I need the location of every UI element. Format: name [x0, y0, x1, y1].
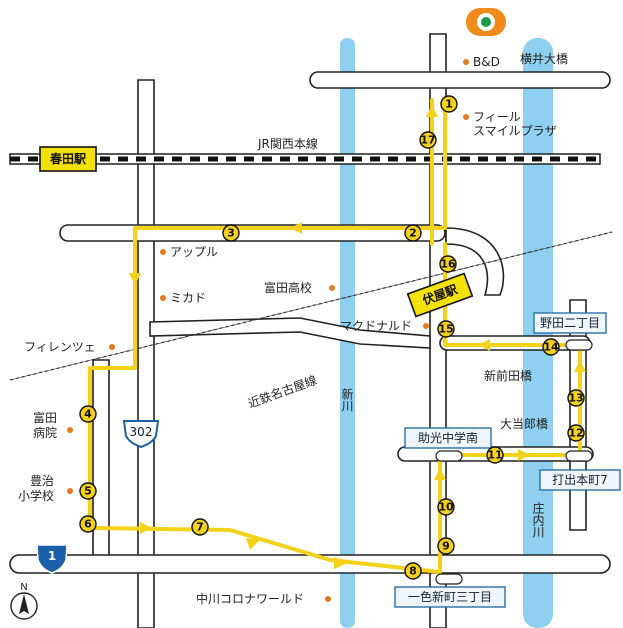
svg-text:助光中学南: 助光中学南 — [418, 430, 478, 445]
poi-dots — [67, 59, 469, 602]
stop-5: 5 — [79, 482, 97, 500]
ototo-bridge-label: 大当郎橋 — [500, 417, 548, 431]
shinmaeda-bridge-label: 新前田橋 — [484, 368, 532, 383]
corona-label: 中川コロナワールド — [196, 591, 304, 606]
yokoi-road — [309, 71, 611, 89]
school-label-2: 小学校 — [18, 488, 54, 503]
bd-label: B&D — [473, 55, 500, 69]
apple-label: アップル — [170, 245, 218, 259]
svg-text:14: 14 — [543, 341, 559, 354]
svg-text:16: 16 — [440, 258, 456, 271]
jr-line-label: JR関西本線 — [257, 136, 318, 151]
school-label-1: 豊治 — [30, 474, 54, 488]
route1-road — [9, 554, 611, 574]
svg-text:15: 15 — [438, 323, 453, 336]
uchide-box: 打出本町7 — [539, 469, 621, 491]
stop-4: 4 — [79, 405, 97, 423]
svg-text:1: 1 — [445, 98, 453, 111]
svg-text:3: 3 — [227, 227, 235, 240]
kintetsu-line-label: 近鉄名古屋線 — [246, 372, 319, 411]
feel-label-1: フィール — [473, 110, 521, 124]
svg-text:302: 302 — [130, 425, 153, 439]
noda-box: 野田二丁目 — [533, 312, 607, 334]
svg-text:一色新町三丁目: 一色新町三丁目 — [408, 589, 492, 604]
svg-text:新川: 新川 — [340, 387, 354, 412]
hospital-label-2: 病院 — [33, 425, 57, 440]
svg-text:N: N — [20, 582, 27, 593]
yokoi-bridge-label: 横井大橋 — [520, 52, 568, 66]
route-arrows — [129, 105, 586, 569]
stop-7: 7 — [191, 518, 209, 536]
svg-text:2: 2 — [409, 227, 417, 240]
stop-13: 13 — [567, 389, 585, 407]
stop-2: 2 — [404, 224, 422, 242]
svg-text:6: 6 — [84, 518, 92, 531]
svg-text:11: 11 — [487, 449, 502, 462]
stop-3: 3 — [222, 224, 240, 242]
svg-text:打出本町7: 打出本町7 — [552, 473, 608, 487]
shonaigawa-label: 庄内川 — [531, 501, 545, 538]
diagonal-road — [149, 317, 431, 349]
compass: N — [10, 582, 38, 620]
kintetsu-line — [9, 231, 613, 381]
hospital-label-1: 富田 — [33, 410, 57, 425]
svg-text:5: 5 — [84, 485, 92, 498]
stop-15: 15 — [437, 320, 455, 338]
kasugata-station: 春田駅 — [39, 146, 97, 172]
svg-text:7: 7 — [196, 521, 204, 534]
sukemitsu-box: 助光中学南 — [404, 427, 492, 449]
firenze-label: フィレンツェ — [24, 340, 96, 354]
stop-6: 6 — [79, 515, 97, 533]
mikado-label: ミカド — [170, 291, 206, 305]
arakawa-label: 新川 — [340, 387, 354, 412]
stop-8: 8 — [404, 562, 422, 580]
destination-logo — [466, 8, 506, 36]
svg-text:12: 12 — [568, 427, 583, 440]
svg-text:庄内川: 庄内川 — [531, 501, 545, 538]
stop-14: 14 — [542, 338, 560, 356]
svg-text:1: 1 — [48, 549, 56, 563]
svg-text:10: 10 — [438, 501, 454, 514]
svg-text:4: 4 — [84, 408, 92, 421]
signals — [435, 339, 593, 585]
stop-1: 1 — [440, 95, 458, 113]
stop-17: 17 — [419, 131, 437, 149]
mcdonalds-label: マクドナルド — [340, 319, 412, 333]
stops: 1 2 3 4 5 6 7 8 9 10 11 12 13 14 15 16 1… — [79, 95, 585, 580]
svg-text:9: 9 — [442, 540, 450, 553]
route-302-badge: 302 — [122, 420, 160, 449]
svg-text:17: 17 — [420, 134, 435, 147]
fushiya-station: 伏屋駅 — [406, 272, 474, 318]
stop-16: 16 — [439, 255, 457, 273]
svg-text:8: 8 — [409, 565, 417, 578]
route-1-badge: 1 — [36, 544, 68, 574]
tomita-high-label: 富田高校 — [264, 280, 312, 295]
svg-text:野田二丁目: 野田二丁目 — [540, 316, 600, 330]
isshiki-box: 一色新町三丁目 — [394, 586, 506, 608]
stop-12: 12 — [567, 424, 585, 442]
stop-10: 10 — [437, 498, 455, 516]
svg-text:13: 13 — [568, 392, 583, 405]
feel-label-2: スマイルプラザ — [473, 124, 557, 138]
stop-9: 9 — [437, 537, 455, 555]
svg-text:春田駅: 春田駅 — [49, 151, 87, 166]
stop-11: 11 — [486, 446, 504, 464]
curve-road — [445, 227, 505, 296]
